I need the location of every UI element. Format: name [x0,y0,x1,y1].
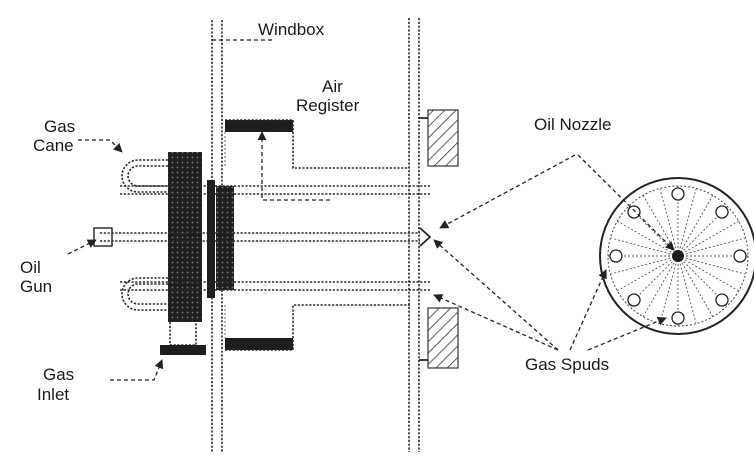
oil-gun-label-line1: Oil [20,258,41,277]
oil-nozzle-label: Oil Nozzle [534,115,611,134]
windbox-label: Windbox [258,20,325,39]
air-register-label-line2: Register [296,96,360,115]
gas-inlet-label-line2: Inlet [37,385,69,404]
refractory-blocks [419,109,459,369]
leader-lines [67,39,675,381]
air-register [224,119,410,351]
gas-spuds-label: Gas Spuds [525,355,609,374]
air-register-label-line1: Air [322,77,343,96]
burner-pipes [93,180,432,298]
gas-canes [121,159,168,311]
gas-manifold [160,152,234,355]
oil-gun-label-line2: Gun [20,277,52,296]
gas-inlet-label-line1: Gas [43,365,74,384]
windbox-walls [211,18,420,452]
gas-cane-label-line2: Cane [33,136,74,155]
gas-spuds-detail [599,177,754,335]
gas-cane-label-line1: Gas [44,117,75,136]
